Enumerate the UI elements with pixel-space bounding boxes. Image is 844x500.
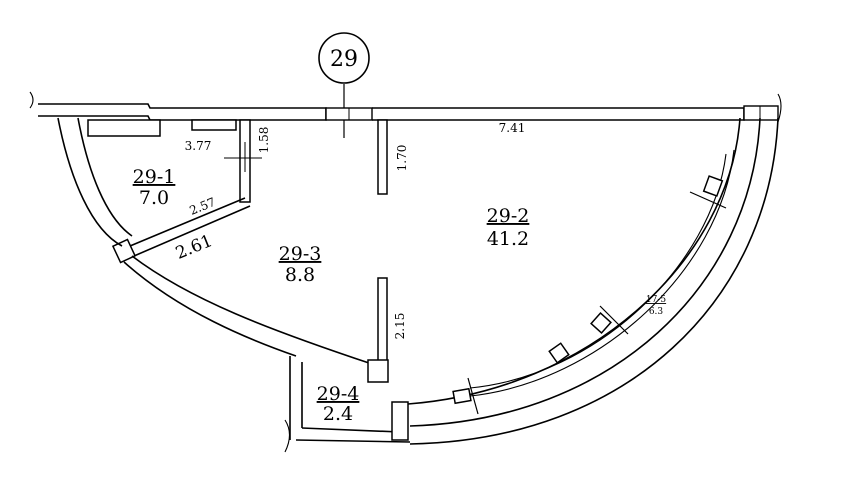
room-29-4-walls: [284, 356, 411, 453]
break-mark-left: [29, 91, 34, 109]
svg-text:17-5: 17-5: [646, 295, 666, 305]
dimension-170: 1.70: [395, 145, 409, 172]
partition-upper: [377, 119, 388, 195]
window-line: [469, 149, 735, 397]
dimension-741: 7.41: [499, 121, 526, 135]
break-mark-right: [777, 93, 782, 123]
left-curved-wall: [57, 117, 389, 383]
built-in-niche: [87, 119, 161, 137]
room-29-1: 29-1 7.0: [133, 166, 176, 209]
svg-text:2.4: 2.4: [323, 403, 353, 425]
right-curved-wall: [407, 117, 779, 445]
svg-text:8.8: 8.8: [285, 264, 315, 286]
dimension-158: 1.58: [257, 127, 271, 154]
svg-text:29-4: 29-4: [317, 383, 360, 405]
svg-text:6.3: 6.3: [649, 307, 664, 317]
dimension-215: 2.15: [393, 313, 407, 340]
section-number: 29: [330, 47, 358, 72]
svg-text:29-2: 29-2: [487, 205, 530, 227]
svg-text:7.0: 7.0: [139, 187, 169, 209]
top-wall: [29, 91, 782, 123]
break-mark-bottom: [284, 419, 291, 453]
svg-text:41.2: 41.2: [487, 228, 529, 250]
room-29-4: 29-4 2.4: [317, 383, 360, 425]
room-29-2: 29-2 41.2: [487, 205, 530, 250]
window-dimension: 17-5 6.3: [646, 295, 666, 317]
svg-text:29-3: 29-3: [279, 243, 322, 265]
dimension-377: 3.77: [185, 139, 212, 153]
diagonal-partition: [129, 197, 251, 257]
room-29-3: 29-3 8.8: [279, 243, 322, 286]
section-bubble: 29: [318, 32, 370, 138]
partition-lower: [377, 277, 388, 369]
dimension-257: 2.57: [187, 195, 217, 218]
svg-text:29-1: 29-1: [133, 166, 176, 188]
